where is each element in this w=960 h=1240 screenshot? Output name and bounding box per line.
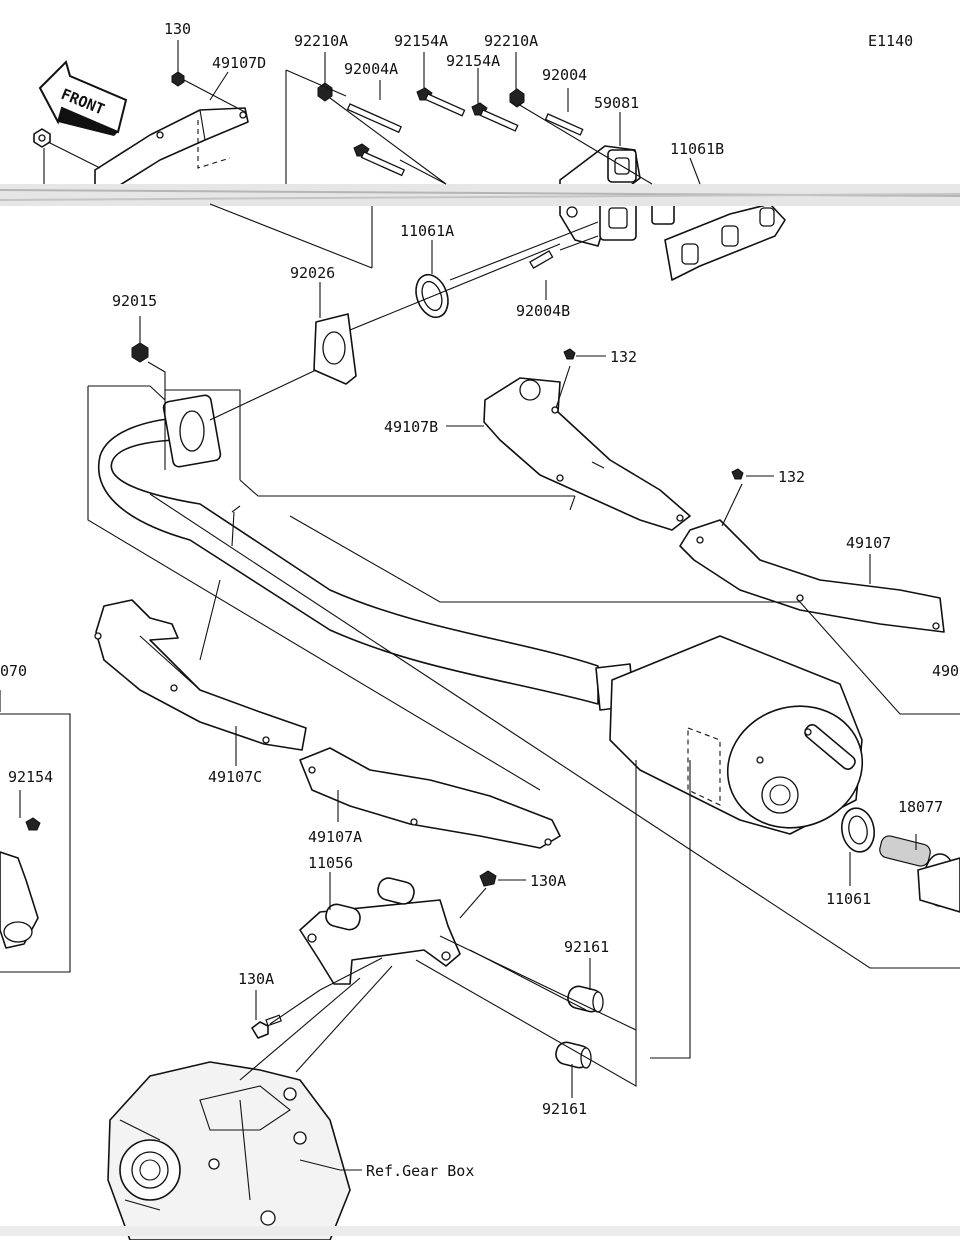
- scan-noise-band: [0, 184, 960, 206]
- label-132-1: 132: [610, 348, 637, 366]
- nut-left-top: [33, 128, 51, 148]
- label-11061A: 11061A: [400, 222, 454, 240]
- label-92210A-2: 92210A: [484, 32, 538, 50]
- heat-shield-49107C: [94, 599, 307, 751]
- heat-shield-49107A: [299, 747, 561, 849]
- label-11061: 11061: [826, 890, 871, 908]
- label-92161-2: 92161: [542, 1100, 587, 1118]
- scan-noise-bottom: [0, 1226, 960, 1236]
- bolt-132-lower: [731, 468, 744, 480]
- label-49107D: 49107D: [212, 54, 266, 72]
- bolt-130A-lower: [251, 1014, 282, 1039]
- label-11061B: 11061B: [670, 140, 724, 158]
- label-92154: 92154: [8, 768, 53, 786]
- gasket-11061: [840, 807, 876, 853]
- label-92004A: 92004A: [344, 60, 398, 78]
- gear-box: [107, 1061, 351, 1240]
- gasket-92026: [313, 313, 357, 385]
- label-92015: 92015: [112, 292, 157, 310]
- label-130A-1: 130A: [530, 872, 566, 890]
- inset-box: [0, 713, 71, 973]
- label-49107: 49107: [846, 534, 891, 552]
- nut-130: [171, 71, 185, 87]
- bolt-92154A-1: [416, 87, 466, 117]
- label-49107C: 49107C: [208, 768, 262, 786]
- label-92004: 92004: [542, 66, 587, 84]
- exhaust-pipe: [97, 394, 599, 705]
- label-59081: 59081: [594, 94, 639, 112]
- bushing-92161-lower: [555, 1041, 592, 1069]
- stud-92004B: [529, 250, 554, 269]
- label-92004B: 92004B: [516, 302, 570, 320]
- front-arrow-icon: FRONT: [38, 60, 128, 136]
- label-130: 130: [164, 20, 191, 38]
- bolt-130A-upper: [479, 870, 497, 887]
- label-92161-1: 92161: [564, 938, 609, 956]
- leader-lines: [0, 40, 960, 1171]
- part-labels: 130 49107D 92210A 92154A 92210A 92004A 9…: [0, 20, 959, 1180]
- stud-92004: [544, 113, 584, 136]
- label-49107A: 49107A: [308, 828, 362, 846]
- label-11056: 11056: [308, 854, 353, 872]
- label-92154A-2: 92154A: [446, 52, 500, 70]
- label-92154A-1: 92154A: [394, 32, 448, 50]
- bracket-11056: [299, 877, 461, 985]
- label-92210A-1: 92210A: [294, 32, 348, 50]
- label-92026: 92026: [290, 264, 335, 282]
- ref-gear-box-label: Ref.Gear Box: [366, 1162, 474, 1180]
- heat-shield-49107B: [483, 377, 691, 531]
- bolt-92154A-2: [471, 102, 519, 132]
- label-18077: 18077: [898, 798, 943, 816]
- diagram-code: E1140: [868, 32, 913, 50]
- nut-92015: [131, 342, 149, 363]
- spark-arrestor-18077: [879, 835, 960, 913]
- nut-92210A-right: [509, 88, 525, 108]
- label-130A-2: 130A: [238, 970, 274, 988]
- heat-shield-49107: [679, 519, 945, 633]
- label-070: 070: [0, 662, 27, 680]
- gasket-11061B: [651, 197, 786, 281]
- bolt-132-upper: [563, 348, 576, 360]
- label-132-2: 132: [778, 468, 805, 486]
- bolt-lower-left: [353, 143, 406, 177]
- label-49107B: 49107B: [384, 418, 438, 436]
- stud-92004A: [346, 103, 403, 134]
- label-490: 490: [932, 662, 959, 680]
- muffler: [595, 635, 864, 835]
